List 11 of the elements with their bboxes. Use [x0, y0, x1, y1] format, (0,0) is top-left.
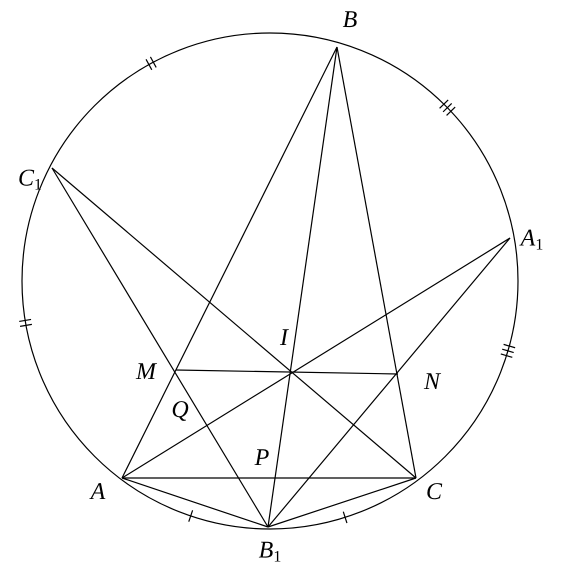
point-label: C$_{1}$: [18, 166, 42, 194]
point-label: B: [342, 8, 358, 32]
point-label: N: [424, 370, 440, 394]
point-label: I: [280, 326, 288, 350]
point-label: P: [254, 446, 270, 470]
point-label: C: [426, 480, 442, 504]
point-label: A: [90, 480, 106, 504]
point-label: A$_{1}$: [520, 226, 544, 254]
point-label: Q: [171, 398, 189, 422]
point-label: B$_{1}$: [258, 538, 282, 566]
point-label: M: [136, 360, 156, 384]
